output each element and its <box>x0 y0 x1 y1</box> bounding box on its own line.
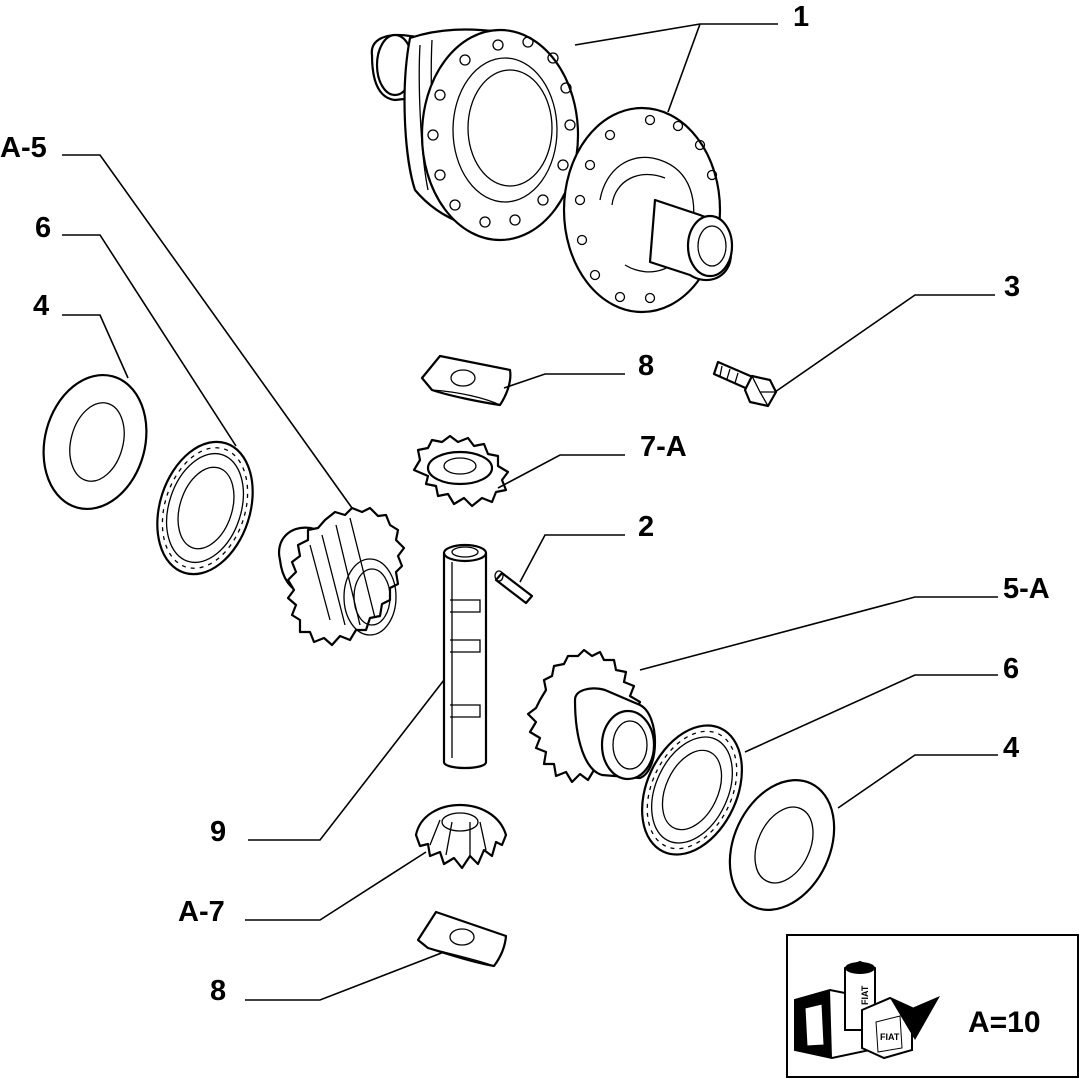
label-2: 2 <box>638 511 654 543</box>
kit-box: FIAT FIAT A=10 <box>786 934 1079 1078</box>
callout-labels: 1 A-5 6 4 3 8 7-A 2 5-A 6 4 9 A-7 8 <box>0 1 1050 1007</box>
part-shim-lower <box>416 910 508 968</box>
part-planet-shaft <box>442 543 488 770</box>
fiat-kit-logo: FIAT FIAT <box>794 960 940 1060</box>
part-bolt <box>712 360 778 408</box>
label-7a: 7-A <box>640 431 687 463</box>
leader-lines <box>62 23 998 1001</box>
label-3: 3 <box>1004 271 1020 303</box>
label-6-lower: 6 <box>1003 653 1019 685</box>
label-4-lower: 4 <box>1003 732 1019 764</box>
label-a7: A-7 <box>178 896 225 928</box>
part-planet-gear-upper <box>412 434 510 508</box>
label-1: 1 <box>793 1 809 33</box>
part-differential-housing-left <box>370 28 580 242</box>
part-toothed-ring-lower <box>641 724 743 856</box>
kit-quantity-label: A=10 <box>968 1006 1041 1039</box>
part-planet-gear-lower <box>414 803 508 870</box>
label-a5: A-5 <box>0 132 47 164</box>
label-8-upper: 8 <box>638 350 654 382</box>
part-thrust-washer-lower <box>728 779 836 911</box>
part-toothed-ring-upper <box>156 440 254 576</box>
part-pin <box>494 570 534 605</box>
part-shim-upper <box>420 354 512 407</box>
part-thrust-washer-upper <box>42 373 148 511</box>
logo-text-front: FIAT <box>880 1032 900 1042</box>
housing-bolt-holes-left <box>427 36 576 228</box>
label-5a: 5-A <box>1003 573 1050 605</box>
label-6-upper: 6 <box>35 212 51 244</box>
label-9: 9 <box>210 816 226 848</box>
label-4-upper: 4 <box>33 290 49 322</box>
part-differential-housing-right <box>562 106 734 314</box>
housing-bolt-holes-right <box>574 114 718 304</box>
part-side-gear-left <box>277 506 406 647</box>
logo-text-side: FIAT <box>860 985 870 1005</box>
part-side-gear-right <box>526 648 657 784</box>
label-8-lower: 8 <box>210 975 226 1007</box>
